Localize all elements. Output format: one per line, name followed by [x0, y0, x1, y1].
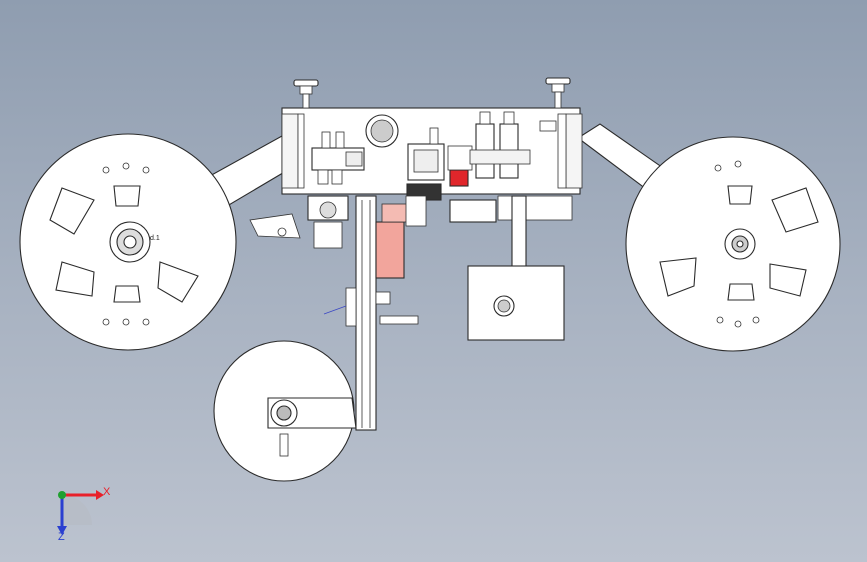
y-axis-dot-icon: [58, 491, 66, 499]
label-plate: [539, 120, 557, 132]
red-solenoid-valve: [449, 169, 469, 187]
left-adjust-knob: [293, 79, 319, 109]
right-adjust-knob: [545, 77, 571, 109]
left-reel: [19, 133, 237, 351]
pneumatic-cylinder: [375, 221, 405, 279]
triad-plane-icon: [62, 495, 92, 525]
z-axis-label: Z: [58, 531, 65, 543]
valve-manifold: [311, 131, 365, 185]
filter-pair: [469, 111, 531, 179]
coordinate-triad: [57, 490, 104, 535]
left-hub-label: d.1: [150, 235, 160, 242]
bottom-reel: [213, 340, 357, 482]
vertical-rail: [355, 195, 377, 431]
right-reel: [625, 136, 841, 352]
sensor-box: [467, 265, 565, 341]
x-axis-label: X: [103, 486, 111, 498]
